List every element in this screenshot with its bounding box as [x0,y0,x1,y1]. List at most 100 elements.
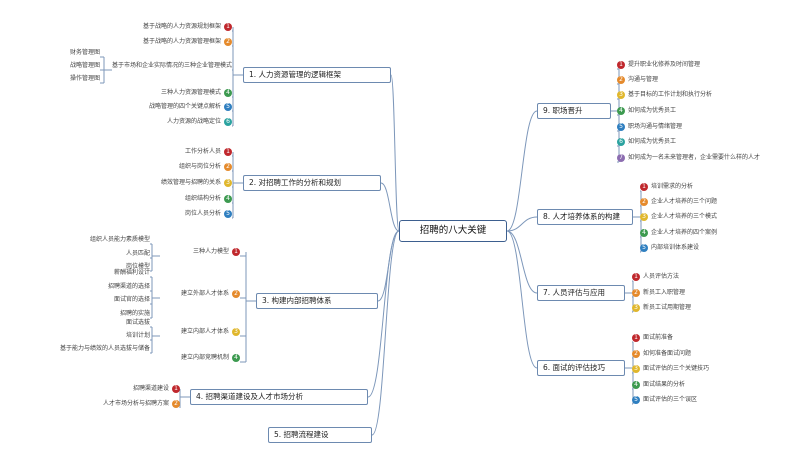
b8-item-3-label: 企业人才培养的三个模式 [651,213,718,220]
b2-item-4-label: 组织结构分析 [184,195,221,202]
number-badge-icon: 1 [640,182,648,191]
b1-item-3[interactable]: 基于市场和企业实际情况的三种企业管理模式3 [112,61,232,70]
branch-b5[interactable]: 5. 招聘流程建设 [268,427,372,443]
b3-sub3-item-3[interactable]: 基于能力与绩效的人员选拔与储备 [50,344,150,353]
number-badge-icon: 4 [224,88,232,97]
b4-item-1-label: 招聘渠道建设 [132,385,169,392]
number-badge-icon: 1 [632,333,640,342]
number-badge-icon: 4 [632,380,640,389]
number-badge-icon: 1 [232,247,240,256]
number-badge-icon: 3 [232,327,240,336]
b3-sub1-item-2[interactable]: 人员匹配 [70,249,150,258]
b3-sub3-item-1-label: 面试选拔 [125,319,150,326]
branch-b9[interactable]: 9. 职场晋升 [537,103,611,119]
branch-b6[interactable]: 6. 面试的评估技巧 [537,360,625,376]
branch-b4[interactable]: 4. 招聘渠道建设及人才市场分析 [190,389,368,405]
b1-sub-item-2[interactable]: 战略管理图 [48,61,100,70]
b3-sub2-item-2[interactable]: 招聘渠道的选择 [70,282,150,291]
number-badge-icon: 5 [640,243,648,252]
branch-connector [390,74,400,232]
b1-sub-item-3[interactable]: 操作管理图 [48,74,100,83]
branch-b1[interactable]: 1. 人力资源管理的逻辑框架 [243,67,391,83]
b6-item-2-label: 如何准备面试问题 [643,350,692,357]
branch-b3[interactable]: 3. 构建内部招聘体系 [256,293,378,309]
b1-sub-item-1[interactable]: 财务管理图 [48,48,100,57]
branch-b8[interactable]: 8. 人才培养体系的构建 [537,209,633,225]
number-badge-icon: 3 [224,178,232,187]
b2-item-5-label: 岗位人员分析 [184,210,221,217]
b3-sub2-item-3[interactable]: 面试官的选择 [70,295,150,304]
b1-sub-item-1-label: 财务管理图 [69,49,100,56]
b3-sub2-item-2-label: 招聘渠道的选择 [107,283,150,290]
b9-item-5-label: 职场沟通与情绪管理 [628,123,683,130]
number-badge-icon: 3 [632,364,640,373]
b9-item-2-label: 沟通与管理 [628,76,659,83]
b3-sub2-item-4[interactable]: 招聘的实施 [70,309,150,318]
b1-item-1-label: 基于战略的人力资源规划框架 [142,23,221,30]
b1-sub-item-3-label: 操作管理图 [69,75,100,82]
number-badge-icon: 1 [172,384,180,393]
b9-item-6-label: 如何成为优秀员工 [628,138,677,145]
b3-sub2-item-3-label: 面试官的选择 [113,296,150,303]
number-badge-icon: 4 [232,353,240,362]
root-topic[interactable]: 招聘的八大关键 [399,220,507,242]
number-badge-icon: 1 [224,147,232,156]
number-badge-icon: 4 [640,228,648,237]
b3-item-2-label: 建立外部人才体系 [180,290,229,297]
b3-sub3-item-1[interactable]: 面试选拔 [50,318,150,327]
branch-b2[interactable]: 2. 对招聘工作的分析和规划 [243,175,381,191]
b1-item-6-label: 人力资源的战略定位 [166,118,221,125]
number-badge-icon: 1 [632,272,640,281]
b3-sub3-item-3-label: 基于能力与绩效的人员选拔与储备 [59,345,150,352]
b3-sub3-item-2[interactable]: 培训计划 [50,331,150,340]
branch-b7[interactable]: 7. 人员评估与应用 [537,285,625,301]
b3-sub1-item-1-label: 组织人员能力素质模型 [89,236,150,243]
b2-item-2-label: 组织与岗位分析 [178,163,221,170]
number-badge-icon: 2 [172,399,180,408]
number-badge-icon: 1 [617,60,625,69]
number-badge-icon: 2 [632,349,640,358]
b3-sub2-item-1[interactable]: 薪酬福利设计 [70,268,150,277]
b6-item-3-label: 面试评估的三个关键技巧 [643,365,710,372]
b3-sub1-item-3[interactable]: 岗位模型 [70,262,150,271]
b3-sub1-item-1[interactable]: 组织人员能力素质模型 [70,235,150,244]
b1-sub-item-2-label: 战略管理图 [69,62,100,69]
